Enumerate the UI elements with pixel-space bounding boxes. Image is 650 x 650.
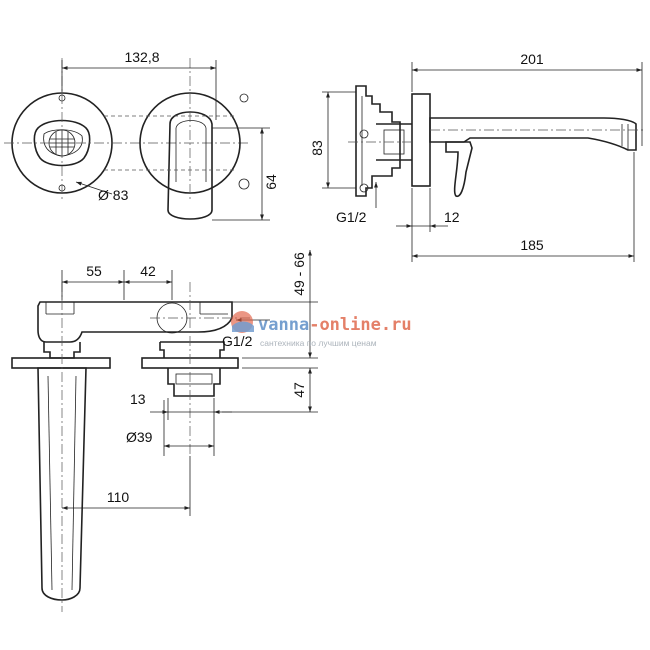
dim-side-total-label: 201 [520, 51, 544, 67]
wall-plate [411, 93, 431, 187]
dim-top-body-diameter-label: Ø39 [126, 429, 153, 445]
dim-rosette-diameter-label: Ø 83 [98, 187, 129, 203]
left-plate [11, 357, 111, 369]
dim-top-offset-b-label: 42 [140, 263, 156, 279]
dim-top-nut-width-label: 13 [130, 391, 146, 407]
top-view: 55 42 49 - 66 G1/2 47 13 Ø39 110 [11, 250, 318, 612]
watermark-logo-icon [231, 311, 254, 333]
dim-top-offset-a-label: 55 [86, 263, 102, 279]
mounting-bracket [355, 85, 401, 197]
dim-lever-height-label: 64 [263, 174, 279, 190]
mixer-body [167, 368, 221, 397]
dim-front-spacing-label: 132,8 [124, 49, 159, 65]
dim-side-spout-label: 185 [520, 237, 544, 253]
spout-outlet [33, 119, 91, 167]
dim-side-height-label: 83 [309, 140, 325, 156]
dim-top-spout-reach-label: 110 [107, 489, 130, 505]
dim-top-body-depth-label: 47 [291, 382, 307, 398]
front-view: 132,8 Ø 83 64 [4, 49, 279, 221]
side-view: 201 83 G1/2 12 185 [309, 51, 644, 262]
side-inlet-label: G1/2 [336, 209, 367, 225]
body-bar [37, 301, 233, 343]
side-lever [445, 141, 473, 198]
watermark-tagline: сантехника по лучшим ценам [260, 338, 377, 348]
spout-body [429, 117, 637, 151]
spout-tube [37, 367, 87, 601]
mixer-lever [167, 111, 213, 220]
watermark: vanna-online.ru сантехника по лучшим цен… [231, 311, 412, 348]
dim-side-wall-offset-label: 12 [444, 209, 460, 225]
dim-top-depth-range-label: 49 - 66 [291, 252, 307, 296]
top-inlet-label: G1/2 [222, 333, 253, 349]
watermark-brand: vanna-online.ru [258, 315, 412, 335]
